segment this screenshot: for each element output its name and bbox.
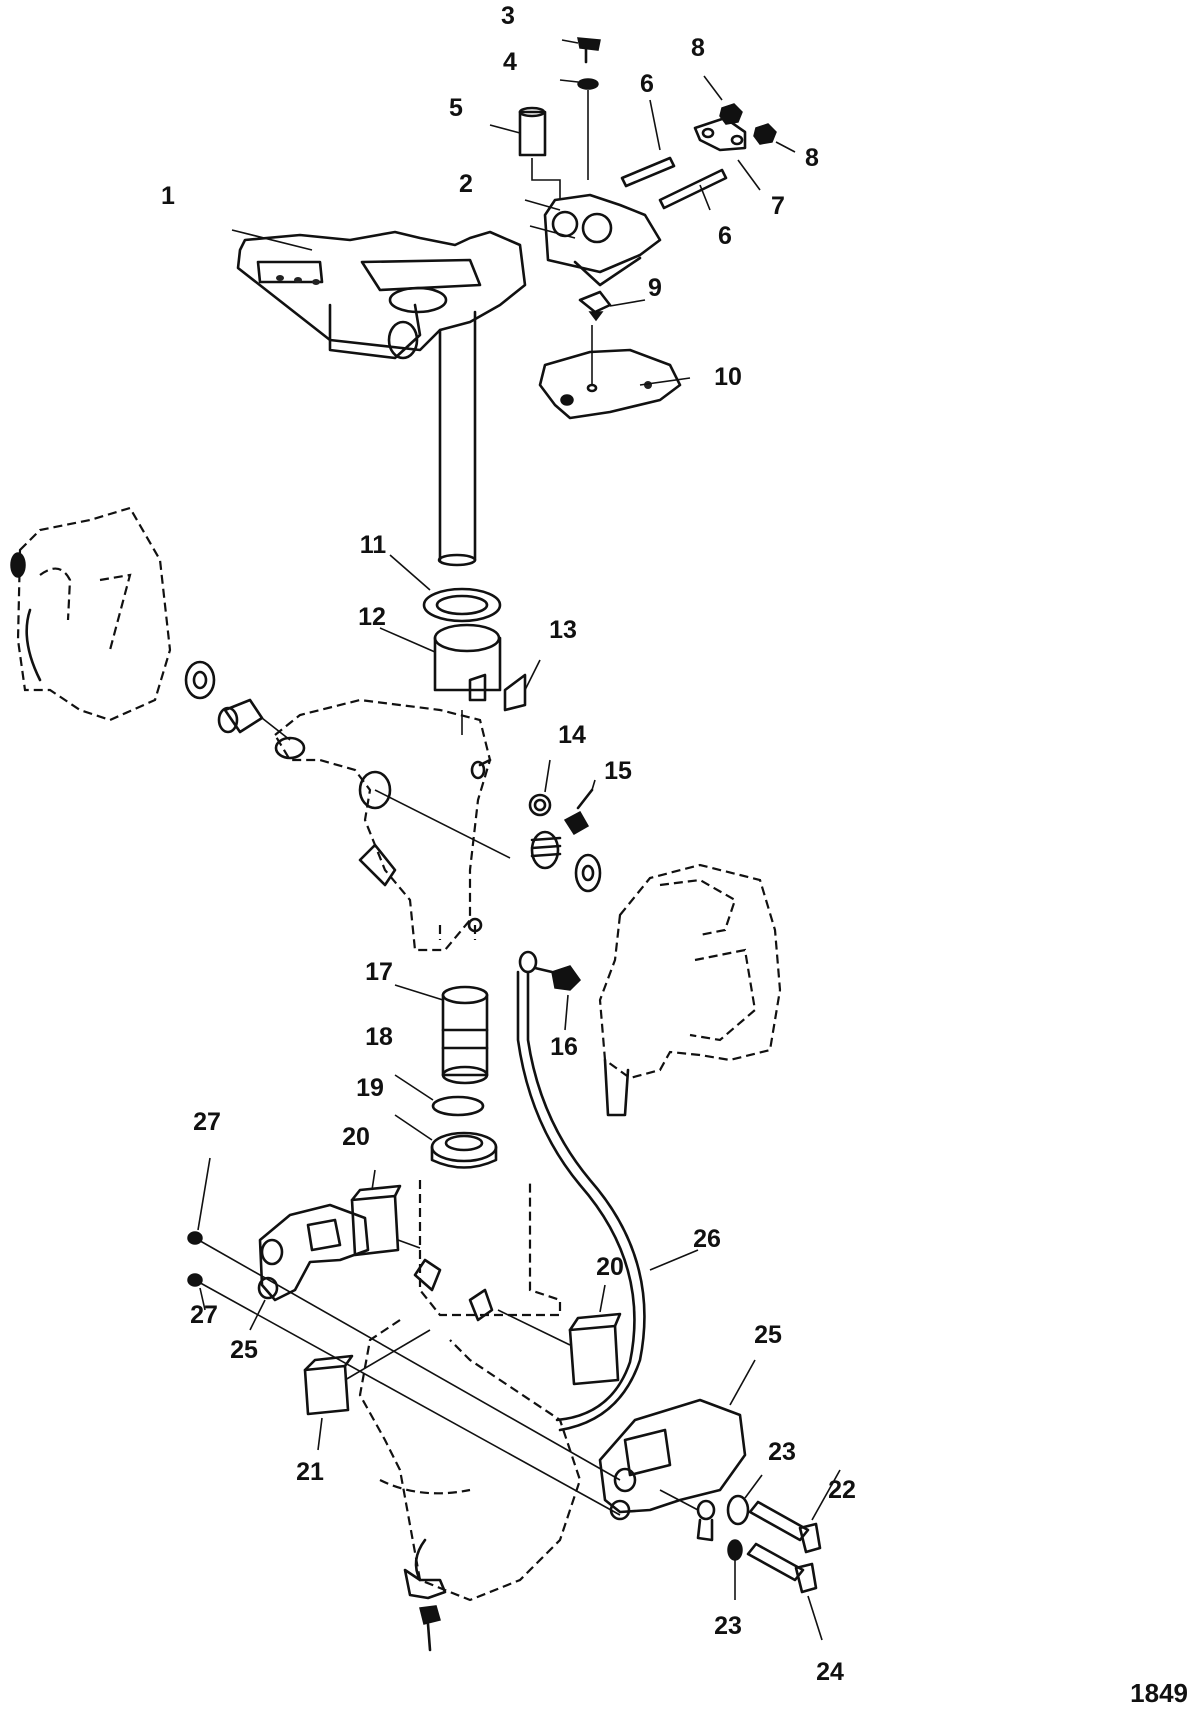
callout-7: 7 <box>771 192 785 220</box>
callout-8b: 8 <box>805 144 819 172</box>
callout-6a: 6 <box>640 70 654 98</box>
callout-11: 11 <box>360 531 387 559</box>
callout-14: 14 <box>558 721 586 749</box>
callout-1: 1 <box>161 182 175 210</box>
plate-part-10 <box>538 325 691 420</box>
right-mounting-bracket <box>598 863 782 1117</box>
callout-12: 12 <box>358 603 386 631</box>
steering-arm-swivel-shaft <box>231 229 527 567</box>
callout-22: 22 <box>828 1476 856 1504</box>
callout-24: 24 <box>816 1658 844 1686</box>
callout-3: 3 <box>501 2 515 30</box>
callout-23a: 23 <box>768 1438 796 1466</box>
callout-13: 13 <box>549 616 577 644</box>
callout-6b: 6 <box>718 222 732 250</box>
callout-18: 18 <box>365 1023 393 1051</box>
ground-strap-26 <box>516 950 699 1432</box>
callout-20b: 20 <box>596 1253 624 1281</box>
bushing-parts-11-13 <box>379 554 541 735</box>
callout-4: 4 <box>503 48 517 76</box>
fastener-parts-14-16 <box>528 759 602 1031</box>
lower-bushings-17-19 <box>394 925 498 1169</box>
callout-10: 10 <box>714 363 742 391</box>
callout-9: 9 <box>648 274 662 302</box>
callout-23b: 23 <box>714 1612 742 1640</box>
swivel-bracket <box>184 660 511 952</box>
callout-17: 17 <box>365 958 393 986</box>
callout-8a: 8 <box>691 34 705 62</box>
callout-16: 16 <box>550 1033 578 1061</box>
callout-2: 2 <box>459 170 473 198</box>
lower-clamp-assembly <box>187 1157 841 1652</box>
callout-25b: 25 <box>754 1321 782 1349</box>
callout-19: 19 <box>356 1074 384 1102</box>
callout-15: 15 <box>604 757 632 785</box>
callout-27b: 27 <box>190 1301 218 1329</box>
callout-26: 26 <box>693 1225 721 1253</box>
callout-20a: 20 <box>342 1123 370 1151</box>
callout-5: 5 <box>449 94 463 122</box>
figure-number: 1849 <box>1130 1678 1188 1708</box>
callout-25a: 25 <box>230 1336 258 1364</box>
callout-27a: 27 <box>193 1108 221 1136</box>
callout-labels: 1 2 3 4 5 6 6 7 8 8 9 10 11 12 13 14 15 … <box>161 2 1188 1708</box>
callout-21: 21 <box>296 1458 324 1486</box>
steering-yoke-assembly <box>489 37 796 322</box>
left-mounting-bracket <box>10 506 172 722</box>
